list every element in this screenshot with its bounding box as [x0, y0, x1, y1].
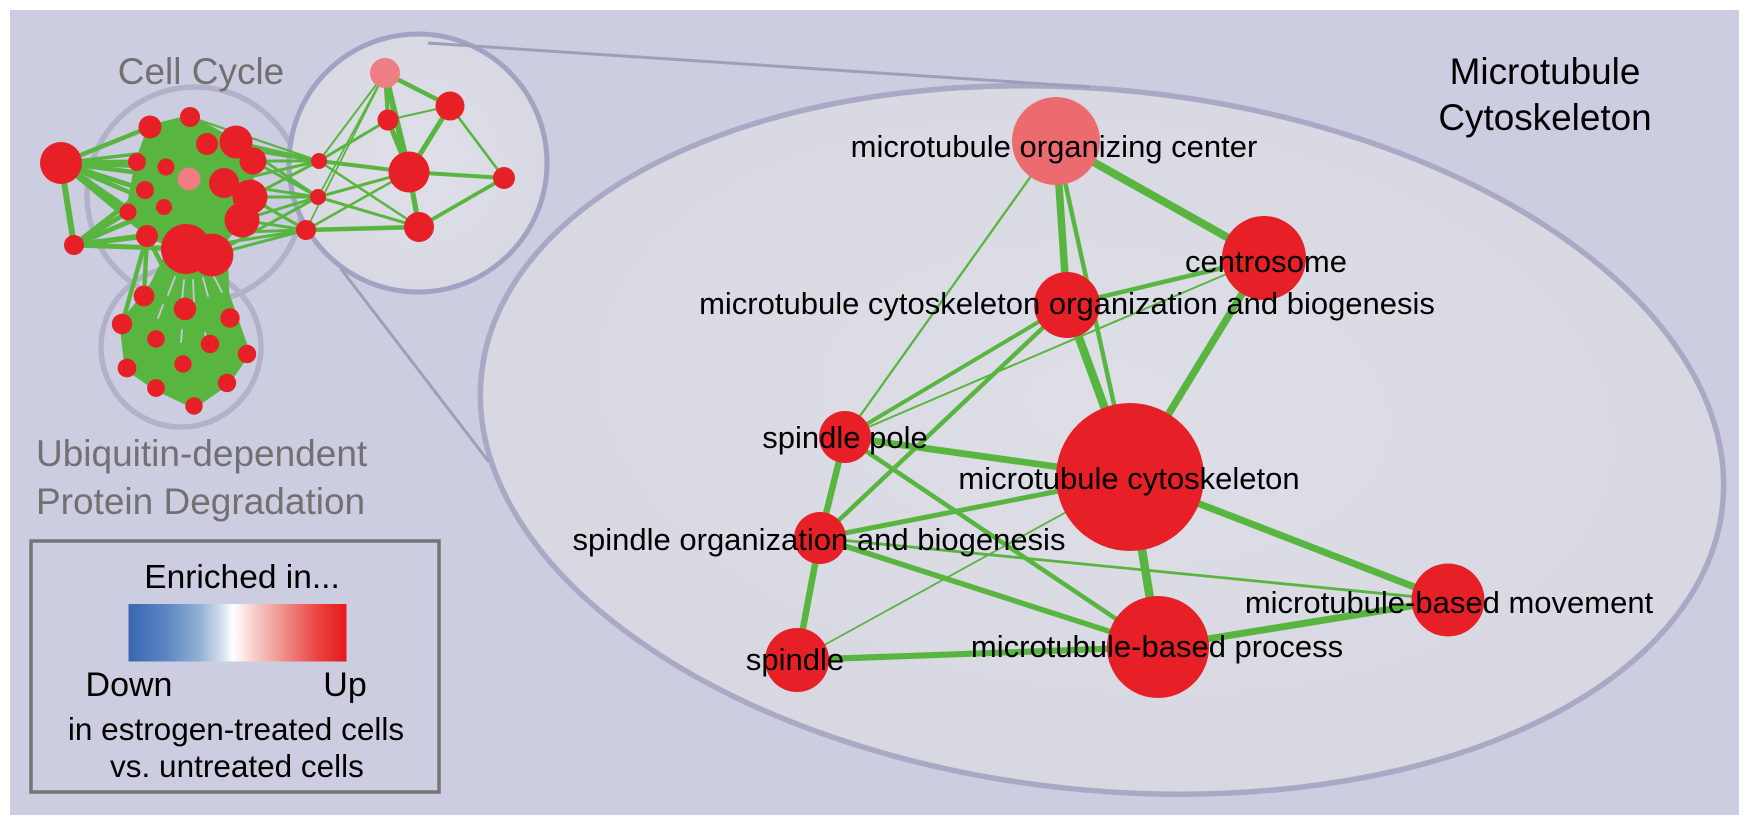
svg-text:microtubule-based process: microtubule-based process	[971, 629, 1343, 664]
svg-text:microtubule-based movement: microtubule-based movement	[1245, 585, 1654, 620]
svg-text:Protein Degradation: Protein Degradation	[36, 481, 365, 522]
svg-text:microtubule organizing center: microtubule organizing center	[851, 129, 1258, 164]
svg-text:Up: Up	[323, 666, 366, 704]
svg-text:spindle pole: spindle pole	[762, 420, 927, 455]
svg-text:Microtubule: Microtubule	[1450, 51, 1641, 92]
svg-text:in estrogen-treated cells: in estrogen-treated cells	[68, 711, 404, 747]
svg-text:Cell Cycle: Cell Cycle	[118, 51, 285, 92]
svg-text:spindle: spindle	[746, 642, 844, 677]
svg-text:centrosome: centrosome	[1185, 244, 1347, 279]
svg-text:Cytoskeleton: Cytoskeleton	[1438, 97, 1651, 138]
svg-text:vs. untreated cells: vs. untreated cells	[110, 748, 364, 784]
svg-text:Ubiquitin-dependent: Ubiquitin-dependent	[36, 433, 368, 474]
svg-text:spindle organization and bioge: spindle organization and biogenesis	[573, 522, 1066, 557]
svg-text:Enriched in...: Enriched in...	[144, 559, 340, 596]
svg-text:microtubule cytoskeleton organ: microtubule cytoskeleton organization an…	[699, 286, 1435, 321]
svg-text:Down: Down	[86, 666, 173, 704]
svg-text:microtubule cytoskeleton: microtubule cytoskeleton	[958, 461, 1299, 496]
